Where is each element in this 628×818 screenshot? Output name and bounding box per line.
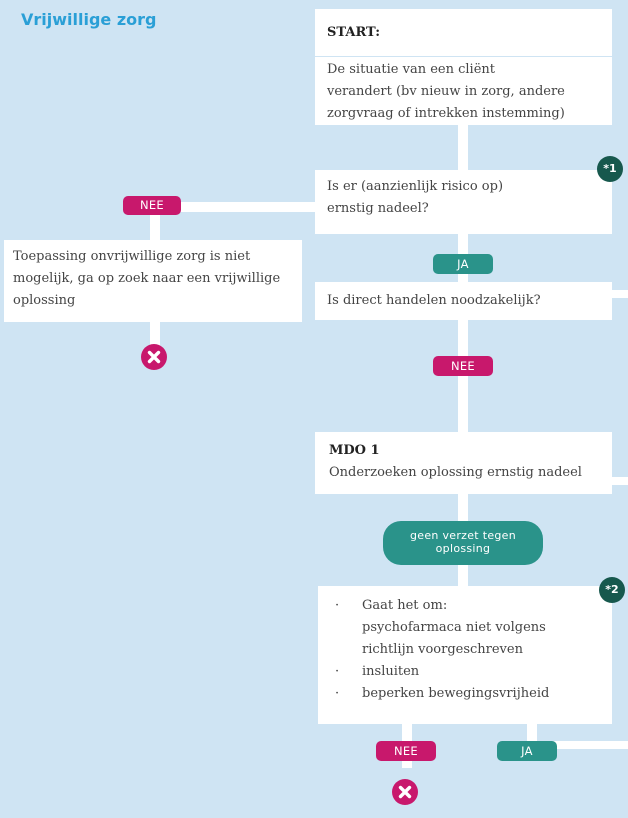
question-direct-handelen: Is direct handelen noodzakelijk? bbox=[315, 282, 612, 320]
nee-label: NEE bbox=[123, 196, 181, 215]
left-box-line: mogelijk, ga op zoek naar een vrijwillig… bbox=[13, 271, 281, 286]
geen-verzet-line: oplossing bbox=[435, 542, 491, 555]
connector bbox=[458, 125, 468, 170]
connector bbox=[612, 290, 628, 298]
left-box-line: oplossing bbox=[13, 293, 76, 308]
start-heading: START: bbox=[327, 25, 381, 40]
mdo1-box: MDO 1 Onderzoeken oplossing ernstig nade… bbox=[315, 432, 612, 494]
ja-label: JA bbox=[497, 741, 557, 761]
nee-label: NEE bbox=[433, 356, 493, 376]
bullet-item: ·Gaat het om: bbox=[335, 598, 448, 613]
geen-verzet-label: geen verzet tegen oplossing bbox=[383, 521, 543, 565]
question-text: Is direct handelen noodzakelijk? bbox=[327, 293, 541, 308]
question-gaat-het-om: ·Gaat het om: psychofarmaca niet volgens… bbox=[318, 586, 612, 724]
start-line: zorgvraag of intrekken instemming) bbox=[327, 106, 565, 121]
x-circle-icon bbox=[141, 344, 167, 370]
bullet-item: ·insluiten bbox=[335, 664, 420, 679]
mdo-text: Onderzoeken oplossing ernstig nadeel bbox=[329, 465, 582, 480]
question-ernstig-nadeel: Is er (aanzienlijk risico op) ernstig na… bbox=[315, 170, 612, 234]
connector bbox=[612, 477, 628, 485]
connector bbox=[150, 202, 315, 212]
vrijwillige-oplossing-box: Toepassing onvrijwillige zorg is niet mo… bbox=[4, 240, 302, 322]
connector bbox=[458, 320, 468, 432]
start-line: De situatie van een cliënt bbox=[327, 62, 496, 77]
connector bbox=[527, 724, 537, 749]
bullet-continuation: richtlijn voorgeschreven bbox=[362, 642, 523, 657]
geen-verzet-line: geen verzet tegen bbox=[409, 529, 517, 542]
connector bbox=[537, 741, 628, 749]
x-circle-icon bbox=[392, 779, 418, 805]
mdo-heading: MDO 1 bbox=[329, 443, 380, 458]
bullet-item: ·beperken bewegingsvrijheid bbox=[335, 686, 550, 701]
connector bbox=[150, 322, 160, 347]
question-line: Is er (aanzienlijk risico op) bbox=[327, 179, 504, 194]
marker-1: *1 bbox=[597, 156, 623, 182]
start-box: START: De situatie van een cliënt verand… bbox=[315, 9, 612, 125]
connector bbox=[150, 202, 160, 240]
left-box-line: Toepassing onvrijwillige zorg is niet bbox=[13, 249, 251, 264]
question-line: ernstig nadeel? bbox=[327, 201, 429, 216]
ja-label: JA bbox=[433, 254, 493, 274]
marker-2: *2 bbox=[599, 577, 625, 603]
nee-label: NEE bbox=[376, 741, 436, 761]
bullet-continuation: psychofarmaca niet volgens bbox=[362, 620, 546, 635]
page-title: Vrijwillige zorg bbox=[21, 10, 157, 29]
start-line: verandert (bv nieuw in zorg, andere bbox=[327, 84, 565, 99]
